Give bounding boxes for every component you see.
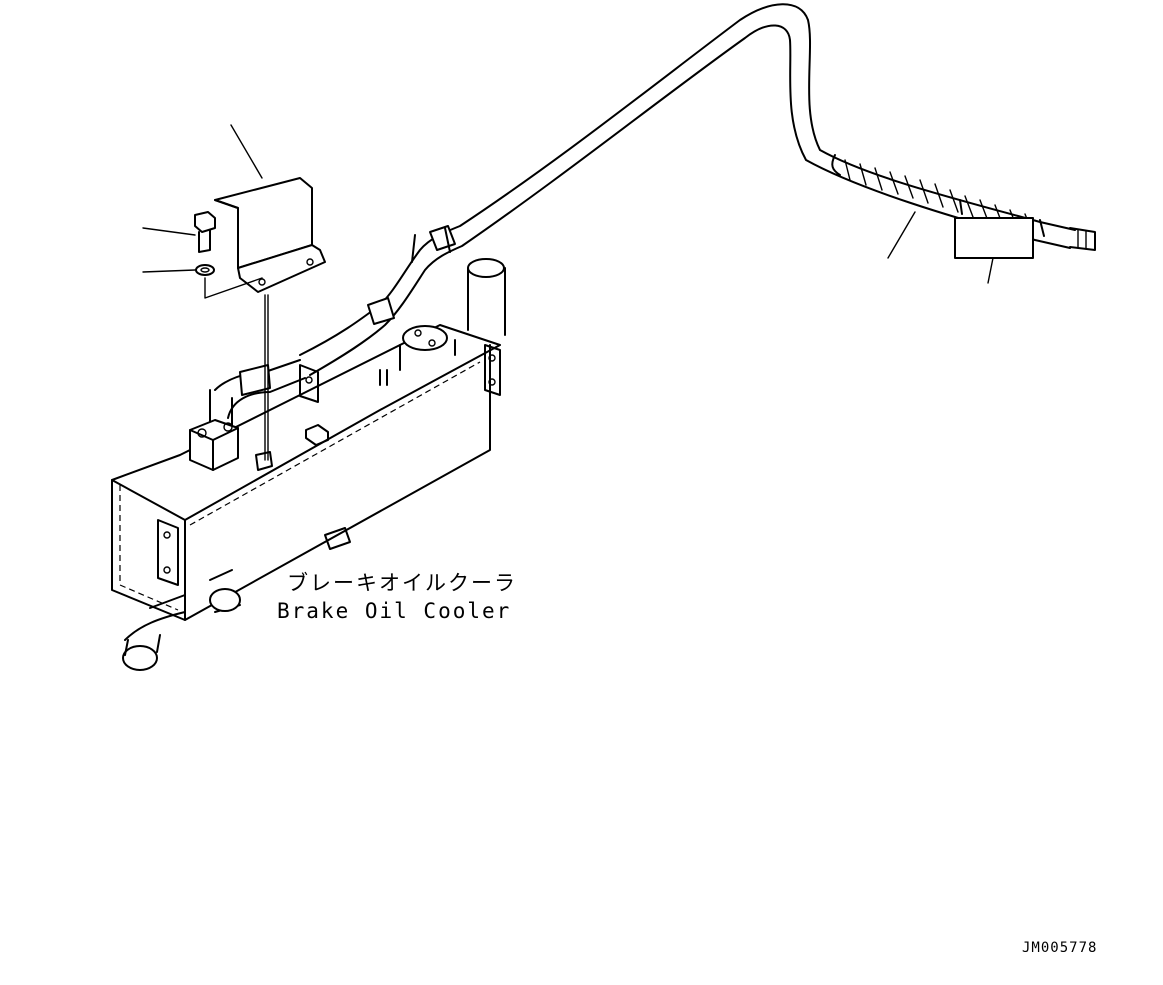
component-name-ja: ブレーキオイルクーラ	[287, 571, 517, 595]
leader-lines	[142, 124, 994, 284]
cooler-body	[111, 258, 506, 671]
drawing-number: JM005778	[1022, 940, 1097, 956]
leader-washer	[142, 269, 196, 273]
leader-bracket	[230, 124, 263, 179]
clip-label-box	[954, 217, 1034, 259]
leader-clip	[987, 257, 994, 284]
leader-hose	[887, 211, 916, 259]
mounting-bracket	[214, 177, 326, 461]
component-name-en: Brake Oil Cooler	[277, 599, 511, 623]
hydraulic-hose	[299, 3, 1096, 376]
bolt-and-washer	[194, 211, 263, 299]
leader-bolt	[142, 227, 196, 236]
